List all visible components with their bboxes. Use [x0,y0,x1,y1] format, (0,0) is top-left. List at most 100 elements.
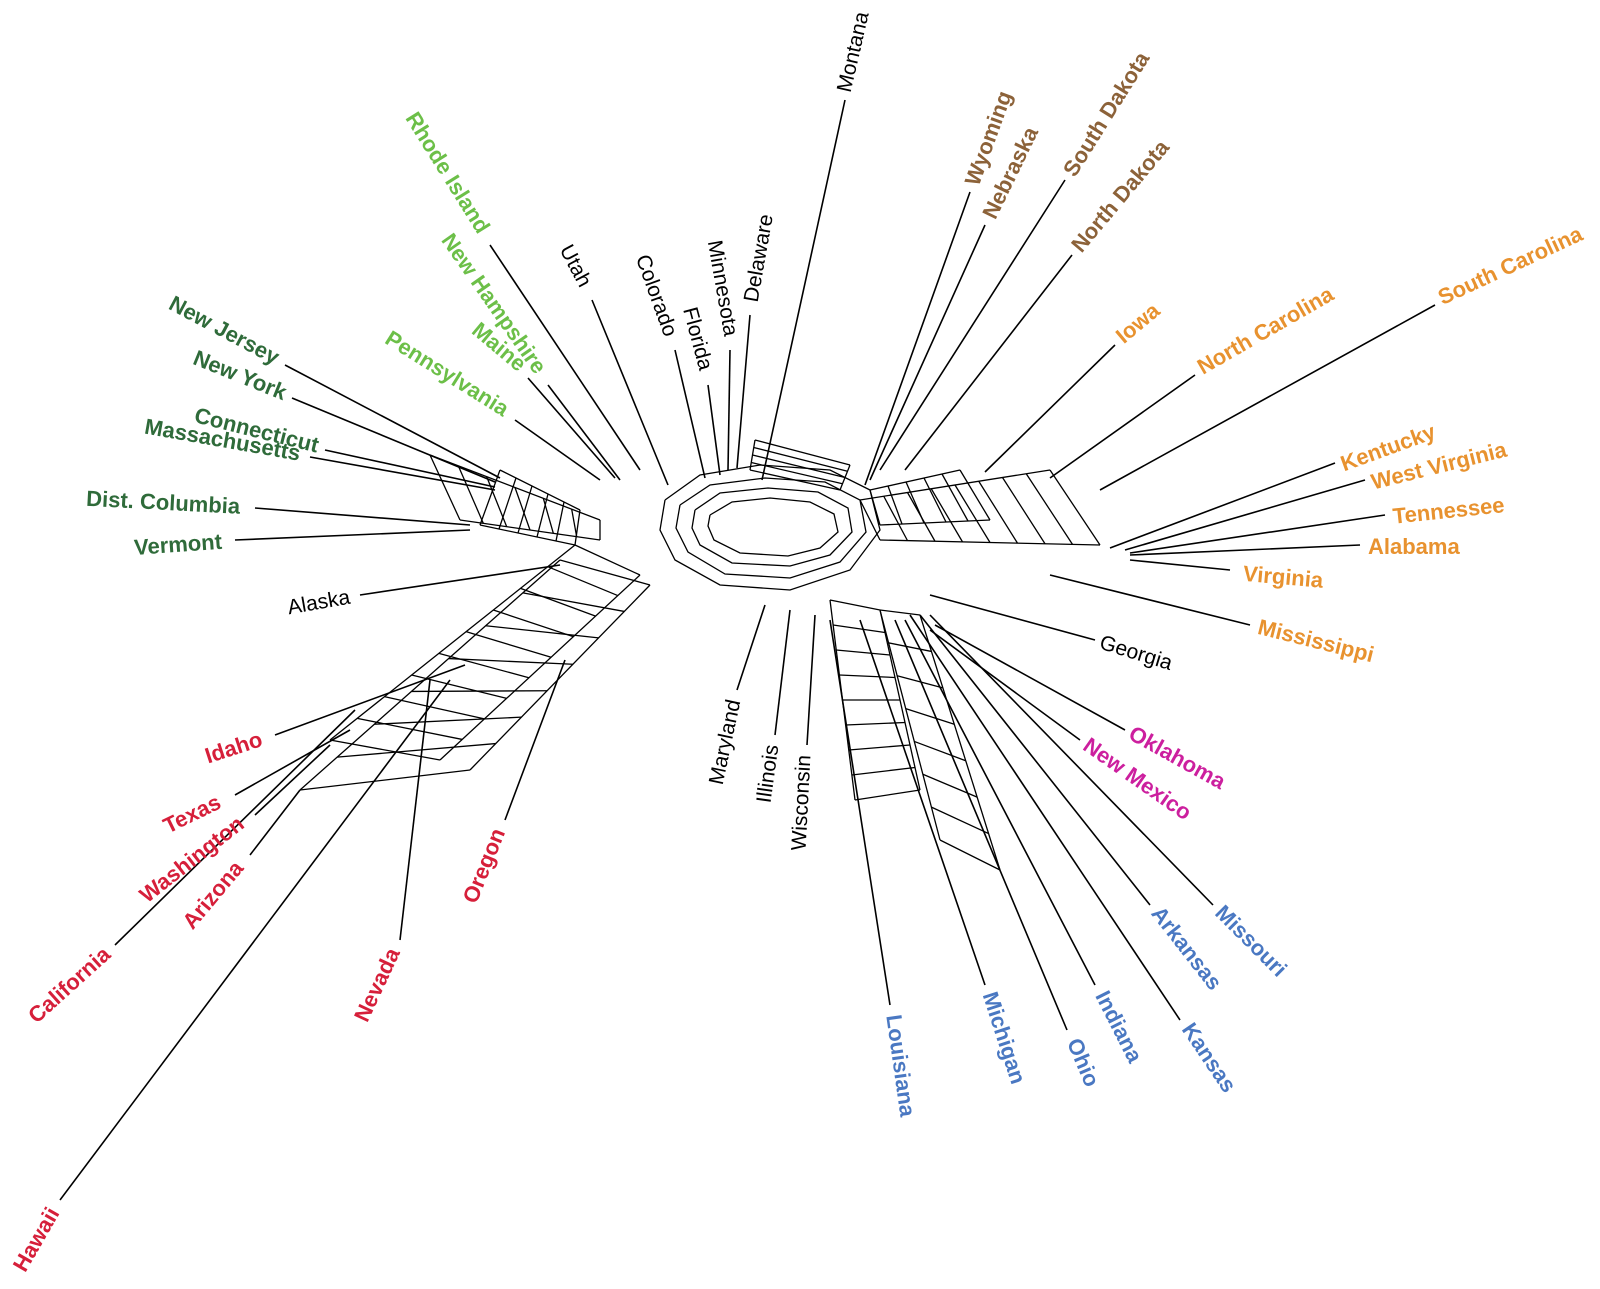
core-ring-1 [675,477,867,579]
ladder-s2-rung-1 [888,642,932,653]
edge-illinois [774,609,791,736]
ladder-ne-rung-1 [883,495,909,541]
ladder-s-rung-6 [848,744,911,751]
ladder-nw2-rung-4 [498,477,517,530]
label-nevada: Nevada [349,943,405,1025]
ladder-sw-rung-8 [357,717,463,741]
label-hawaii: Hawaii [8,1203,65,1276]
label-dist-columbia: Dist. Columbia [86,486,242,519]
edge-texas [234,729,351,796]
ladder-s-rung-8 [854,789,921,801]
ladder-s2-rung-5 [922,773,978,798]
edge-washington [254,744,331,816]
ladder-ne2-rung-5 [959,469,991,521]
label-louisiana: Louisiana [881,1013,920,1119]
ladder-s2-rung-4 [914,740,966,762]
edge-minnesota [727,349,731,471]
label-vermont: Vermont [133,529,223,560]
ladder-sw-rung-1 [547,566,619,597]
ladder-sw2-rung-0 [559,559,651,586]
edge-ohio [894,619,1068,1031]
ladder-s2-rung-7 [939,839,1001,871]
ladder-nw-rail-a [429,454,601,521]
ladder-sw2-rung-2 [485,625,599,639]
ladder-ne2-rung-1 [887,485,903,525]
label-indiana: Indiana [1090,987,1148,1068]
ladder-nw2-rung-1 [555,501,565,542]
ladder-sw-rung-3 [493,609,574,638]
ladder-ne-rung-0 [859,499,881,541]
label-georgia: Georgia [1097,631,1175,675]
label-mississippi: Mississippi [1255,614,1376,667]
ladder-sw2-rail-a [299,559,561,791]
edge-virginia [1129,559,1231,571]
edge-north-dakota [904,254,1073,471]
ladder-n-rung-2 [752,454,846,479]
edge-rhode-island [489,244,641,471]
ladder-s2-rung-6 [931,806,989,835]
edge-arkansas [919,614,1151,906]
label-tennessee: Tennessee [1392,492,1506,529]
edge-south-dakota [879,179,1066,471]
edge-indiana [904,619,1096,986]
label-idaho: Idaho [202,727,266,769]
edge-vermont [234,529,471,541]
ladder-sw-rung-2 [520,587,596,617]
ladder-s-rung-0 [829,599,881,611]
core-ring-3 [707,497,839,557]
ladder-sw2-rung-7 [299,769,471,791]
label-kansas: Kansas [1177,1018,1242,1097]
edge-louisiana [829,619,891,1006]
ladder-s-rail-b [879,609,921,791]
ladder-ne2-rung-3 [923,477,947,523]
label-michigan: Michigan [978,989,1031,1087]
ladder-sw-rail-b [439,574,641,761]
ladder-ne2-rung-0 [869,489,881,526]
ladder-sw2-rung-6 [337,742,496,758]
ladder-ne2-rung-4 [941,473,969,522]
taxon-labels: MontanaDelawareMinnesotaFloridaColoradoU… [8,9,1587,1276]
edge-missouri [929,614,1214,906]
label-ohio: Ohio [1062,1034,1105,1090]
edge-iowa [984,344,1116,473]
ladder-nw-rung-3 [514,487,531,531]
ladder-ne-rung-3 [930,488,964,543]
ladder-nw-rung-1 [571,509,578,537]
ladder-sw2-rung-1 [522,592,625,613]
network-core-mesh [299,439,1101,871]
ladder-sw2-rung-3 [448,657,573,665]
edge-new-york [291,397,496,483]
label-alabama: Alabama [1368,534,1460,559]
edge-connecticut [324,449,496,488]
label-florida: Florida [678,305,717,373]
edge-kentucky [1109,462,1336,549]
label-minnesota: Minnesota [703,238,743,338]
label-colorado: Colorado [631,252,682,340]
ladder-sw-rung-0 [574,544,641,576]
edge-kansas [909,614,1181,1021]
ladder-sw-rung-5 [438,652,530,679]
ladder-nw-rung-6 [429,454,461,521]
edge-alaska [359,564,561,596]
edge-hawaii [59,679,451,1201]
ladder-nw2-rail-a [499,469,581,511]
edge-arizona [249,789,301,856]
label-virginia: Virginia [1242,561,1325,593]
edge-nebraska [869,224,986,481]
ladder-ne-rail-a [859,469,1051,501]
edge-wisconsin [806,614,816,746]
edge-oregon [504,659,566,821]
edge-west-virginia [1124,479,1366,551]
edge-alabama [1129,544,1361,556]
edge-pennsylvania [514,419,601,481]
network-pendant-edges [59,99,1436,1201]
ladder-nw2-rail-b [479,524,576,546]
edge-new-hampshire [547,384,621,481]
edge-massachusetts [309,456,496,491]
ladder-nw-rung-2 [542,498,554,534]
label-oregon: Oregon [458,825,510,907]
edge-colorado [674,349,706,479]
ladder-nw-rung-5 [457,465,484,524]
edge-maine [527,377,616,479]
